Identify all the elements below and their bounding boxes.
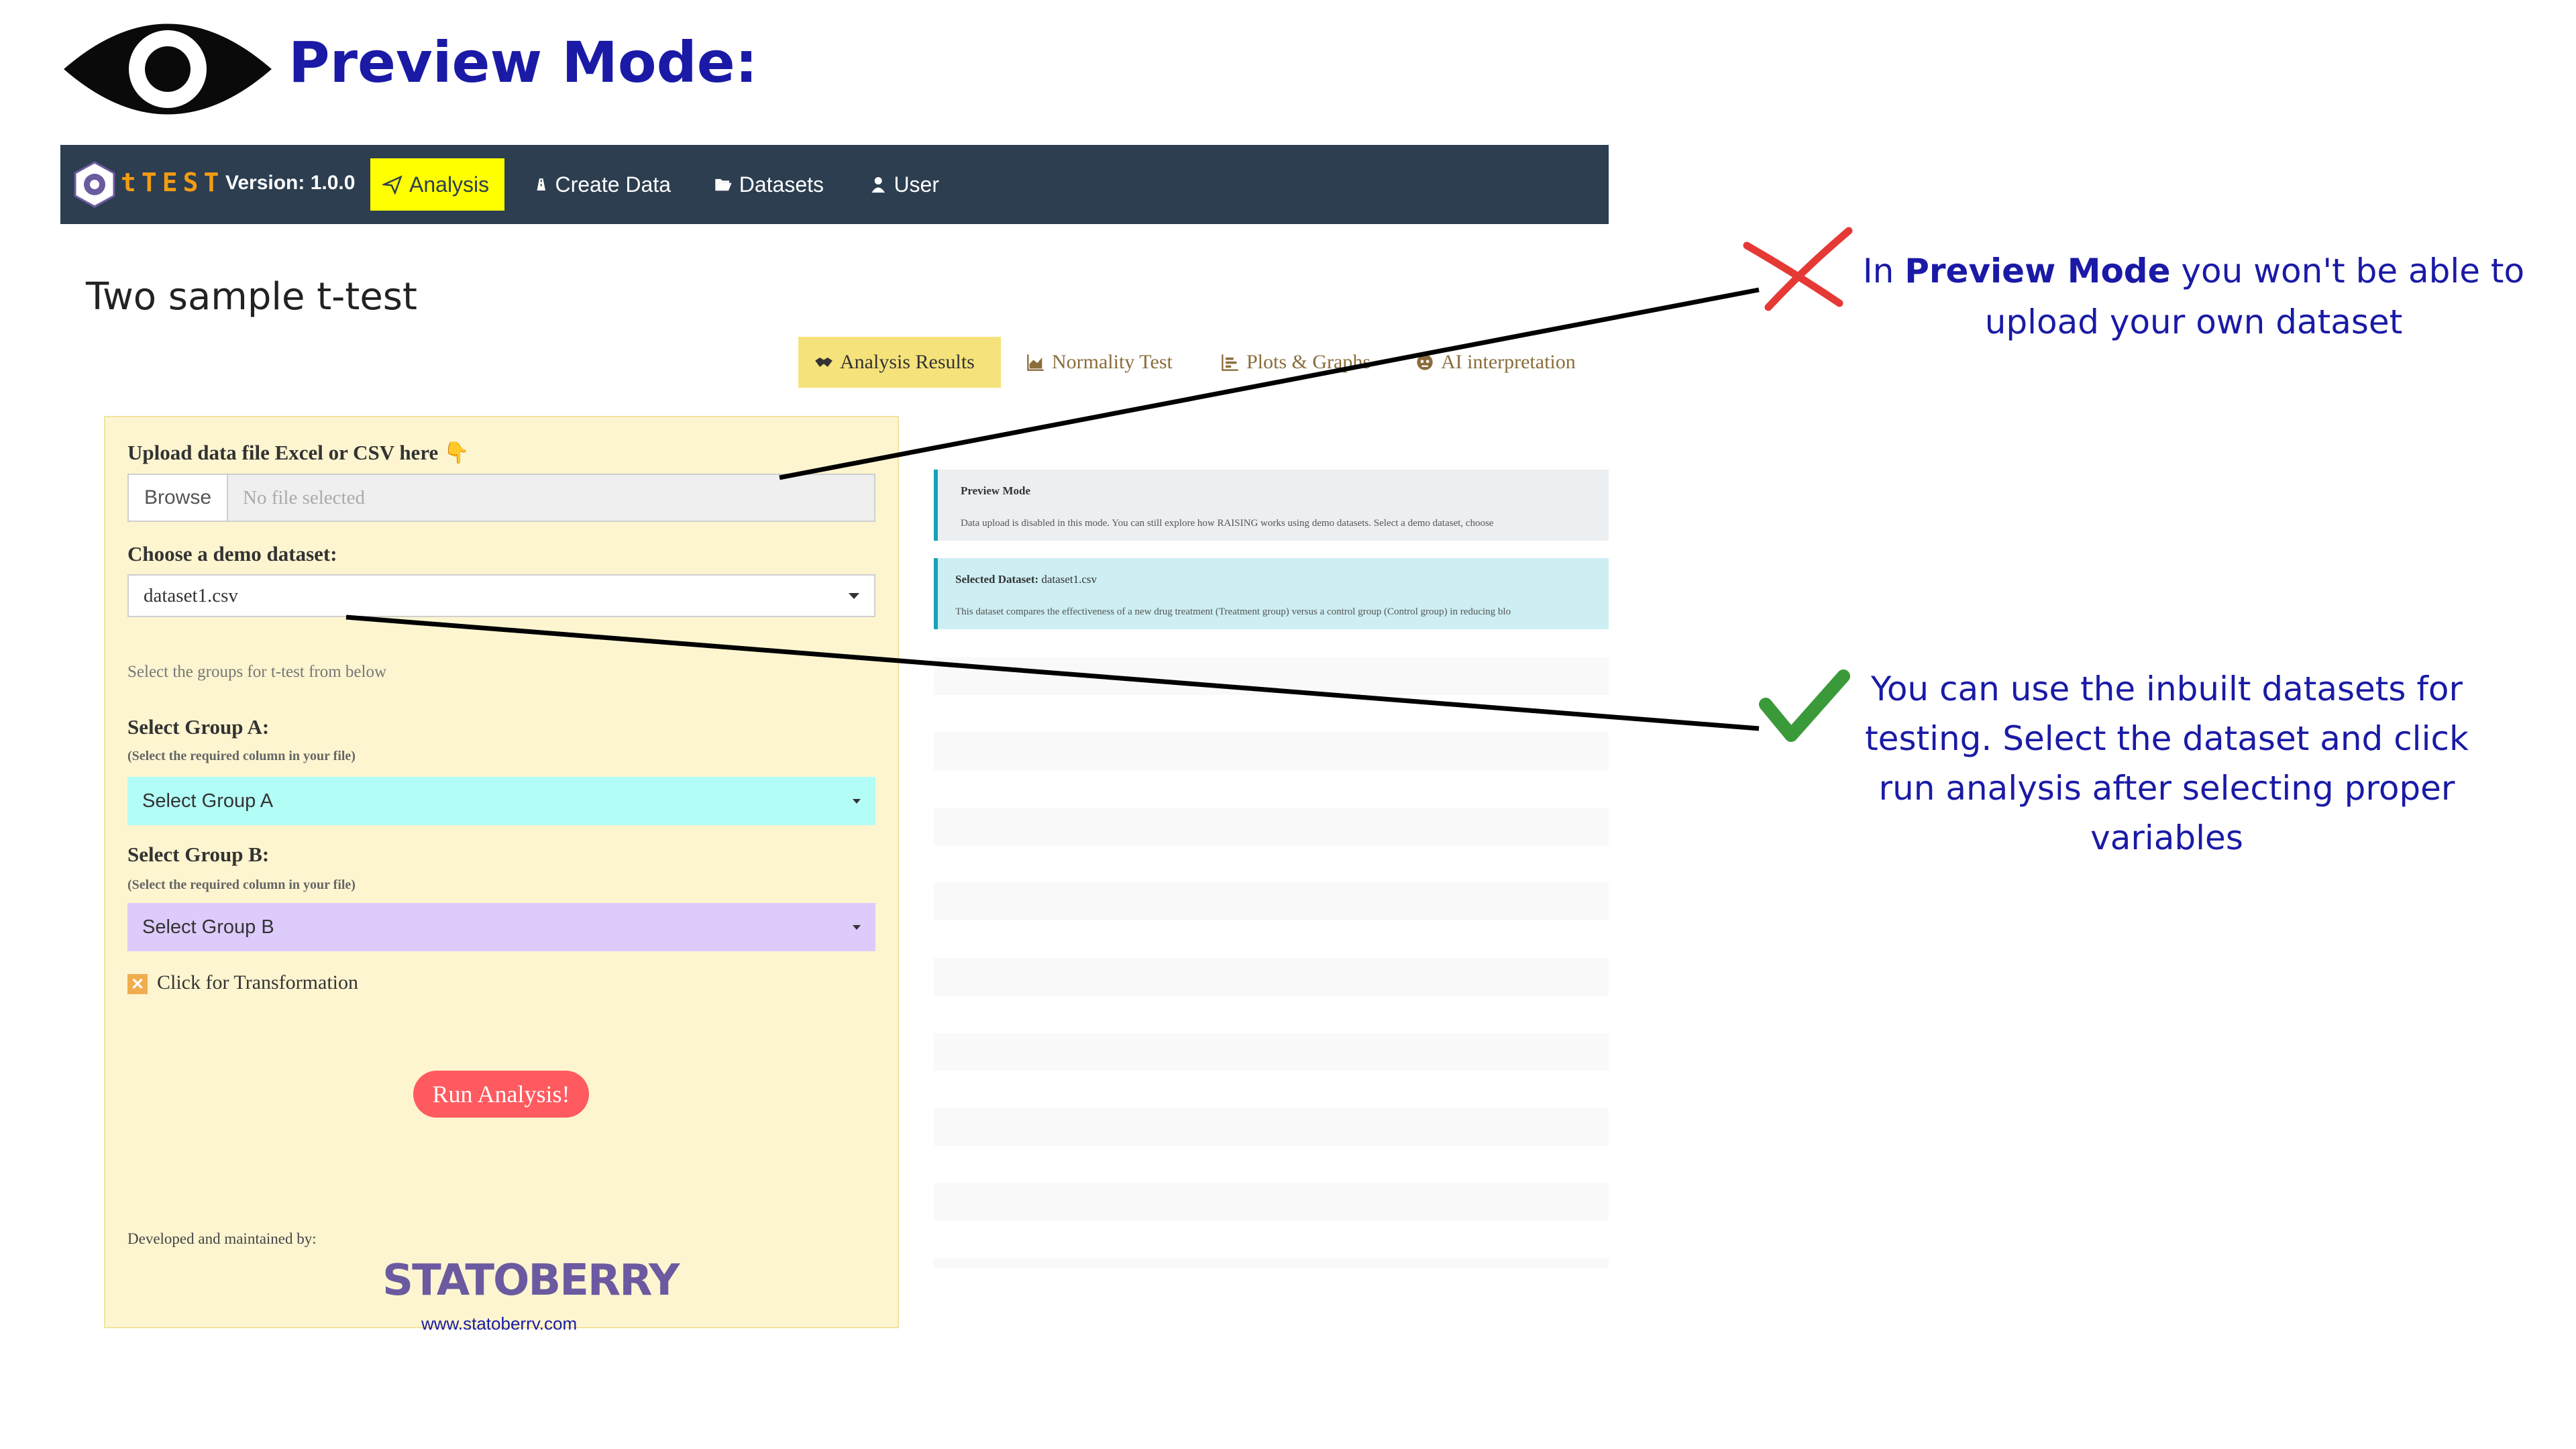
annotation-demo-datasets: You can use the inbuilt datasets for tes…	[1865, 669, 2469, 857]
app-logo	[74, 161, 115, 208]
group-b-value: Select Group B	[142, 916, 274, 938]
statoberry-logo: STATOBERRY	[382, 1256, 680, 1305]
alert-body: Data upload is disabled in this mode. Yo…	[961, 518, 1494, 529]
navbar	[60, 145, 1609, 224]
page-heading: Preview Mode:	[288, 30, 758, 95]
tab-label: Plots & Graphs	[1246, 351, 1371, 373]
nav-label: Analysis	[409, 172, 490, 197]
handshake-icon	[815, 358, 833, 367]
robot-icon	[1417, 354, 1433, 370]
area-chart-icon	[1027, 354, 1044, 371]
nav-label: User	[894, 172, 939, 197]
tab-label: Analysis Results	[840, 351, 975, 373]
tab-plots-graphs[interactable]: Plots & Graphs	[1205, 337, 1399, 388]
demo-dataset-label: Choose a demo dataset:	[127, 542, 337, 566]
upload-label: Upload data file Excel or CSV here 👇	[127, 441, 470, 464]
user-icon	[871, 176, 885, 193]
group-a-hint: (Select the required column in your file…	[127, 749, 356, 763]
app-version: Version: 1.0.0	[225, 172, 356, 194]
road-icon	[537, 178, 545, 191]
browse-button[interactable]: Browse	[129, 475, 228, 521]
nav-datasets[interactable]: Datasets	[702, 158, 836, 211]
file-upload[interactable]: Browse No file selected	[127, 474, 875, 522]
nav-label: Create Data	[555, 172, 671, 197]
selected-dataset-alert: Selected Dataset: dataset1.csv This data…	[934, 558, 1609, 629]
tab-label: Normality Test	[1052, 351, 1173, 373]
tab-analysis-results[interactable]: Analysis Results	[798, 337, 1001, 388]
dataset-name: dataset1.csv	[1041, 573, 1097, 586]
nav-analysis[interactable]: Analysis	[370, 158, 504, 211]
tab-ai-interpretation[interactable]: AI interpretation	[1399, 337, 1601, 388]
bar-chart-icon	[1222, 354, 1238, 371]
paper-plane-icon	[382, 175, 402, 195]
nav-label: Datasets	[739, 172, 824, 197]
chevron-down-icon	[849, 592, 859, 599]
folder-open-icon	[715, 178, 732, 191]
nav-user[interactable]: User	[857, 158, 951, 211]
group-a-select[interactable]: Select Group A	[127, 777, 875, 825]
eye-icon	[64, 23, 272, 115]
alert-title: Selected Dataset:	[955, 573, 1039, 586]
brand-name[interactable]: tTEST	[121, 168, 225, 197]
group-a-label: Select Group A:	[127, 715, 270, 739]
run-analysis-button[interactable]: Run Analysis!	[413, 1071, 589, 1118]
annotation-upload-disabled: In Preview Mode you won't be able to upl…	[1811, 246, 2576, 347]
statoberry-link[interactable]: www.statoberry.com	[421, 1313, 578, 1330]
demo-dataset-value: dataset1.csv	[144, 584, 238, 606]
alert-body: This dataset compares the effectiveness …	[955, 606, 1511, 617]
tab-label: AI interpretation	[1441, 351, 1576, 373]
chevron-down-icon	[853, 924, 861, 930]
tab-normality-test[interactable]: Normality Test	[1010, 337, 1205, 388]
annotation-text: In	[1862, 252, 1905, 290]
input-panel	[104, 416, 899, 1328]
annotation-text: you won't be able to upload your own dat…	[1984, 252, 2525, 341]
results-table-placeholder	[934, 657, 1609, 1268]
page-title: Two sample t-test	[86, 275, 417, 319]
nav-create-data[interactable]: Create Data	[522, 158, 683, 211]
group-b-hint: (Select the required column in your file…	[127, 877, 356, 892]
chevron-down-icon	[853, 798, 861, 804]
file-name-display: No file selected	[243, 486, 365, 508]
preview-mode-alert: Preview Mode Data upload is disabled in …	[934, 470, 1609, 541]
transformation-label: Click for Transformation	[157, 971, 358, 994]
checkmark-icon	[1759, 669, 1850, 742]
group-a-value: Select Group A	[142, 790, 274, 812]
demo-dataset-select[interactable]: dataset1.csv	[127, 574, 875, 617]
alert-title: Preview Mode	[961, 484, 1031, 497]
developer-label: Developed and maintained by:	[127, 1230, 317, 1247]
group-b-select[interactable]: Select Group B	[127, 903, 875, 951]
annotation-emphasis: Preview Mode	[1904, 252, 2171, 290]
groups-hint: Select the groups for t-test from below	[127, 663, 387, 681]
group-b-label: Select Group B:	[127, 843, 270, 866]
transformation-checkbox[interactable]: ✕	[127, 974, 148, 994]
